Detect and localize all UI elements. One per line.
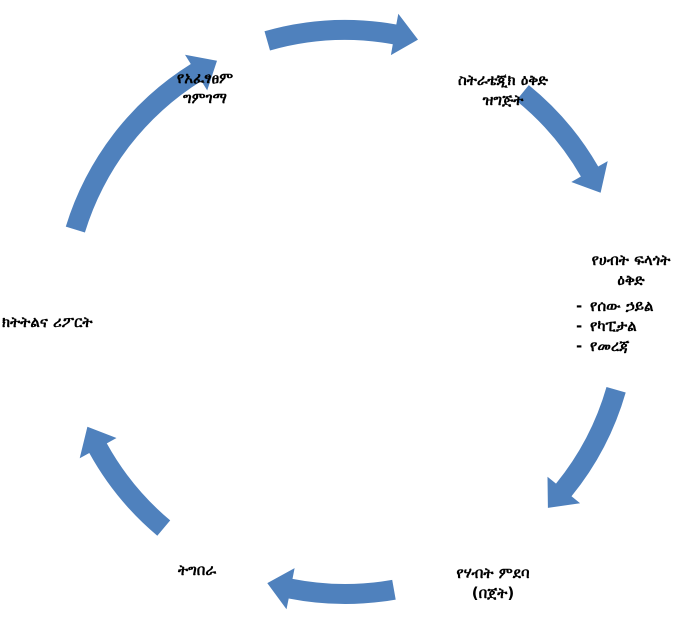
node-strategy: ስትራቴጂክ ዕቅድ ዝግጅት (428, 70, 578, 110)
node-budget: የሃብት ምደባ (በጀት) (428, 563, 558, 603)
node-resource-items: የሰው ኃይል የካፒታል የመረጃ (576, 296, 686, 356)
node-budget-line-1: የሃብት ምደባ (456, 564, 530, 582)
arrow-monitoring-to-evaluation (65, 54, 217, 233)
node-evaluation-line-2: ግምገማ (183, 89, 227, 107)
arrow-budget-to-implementation (267, 568, 396, 610)
node-monitoring: ክትትልና ሪፖርት (2, 312, 93, 332)
node-resource-item-information: የመረጃ (576, 336, 686, 356)
node-resource-item-human: የሰው ኃይል (576, 296, 686, 316)
node-strategy-line-2: ዝግጅት (482, 91, 524, 109)
node-strategy-line-1: ስትራቴጂክ ዕቅድ (458, 71, 548, 89)
node-resource-item-capital: የካፒታል (576, 316, 686, 336)
node-implementation: ትግበራ (178, 560, 216, 580)
arrow-strategy-to-resource (516, 85, 608, 193)
node-budget-line-2: (በጀት) (471, 584, 515, 602)
node-resource-line-1: የሀብት ፍላጎት (591, 251, 671, 269)
node-resource: የሀብት ፍላጎት ዕቅድ የሰው ኃይል የካፒታል የመረጃ (576, 250, 686, 356)
node-implementation-line-1: ትግበራ (178, 561, 217, 579)
node-evaluation-line-1: የአፈፃፀም (176, 69, 234, 87)
node-resource-line-2: ዕቅድ (617, 271, 645, 289)
arrow-evaluation-to-strategy (264, 13, 418, 56)
arrow-implementation-to-monitoring (79, 426, 171, 536)
node-evaluation: የአፈፃፀም ግምገማ (140, 68, 270, 108)
arrow-resource-to-budget (547, 387, 626, 508)
node-monitoring-line-1: ክትትልና ሪፖርት (2, 313, 93, 331)
